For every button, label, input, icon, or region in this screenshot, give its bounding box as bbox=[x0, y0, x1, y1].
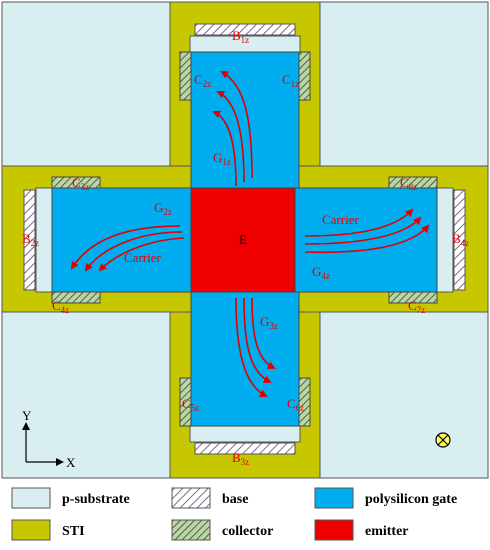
label-g1z: G1z bbox=[213, 150, 231, 167]
collector-c2-top-left bbox=[179, 51, 192, 101]
arrow-left-3 bbox=[98, 237, 185, 272]
label-b3z: B3z bbox=[232, 450, 249, 467]
legend-label-polysilicon-gate: polysilicon gate bbox=[365, 492, 457, 507]
legend-label-sti: STI bbox=[62, 524, 85, 539]
emitter-region bbox=[190, 187, 296, 293]
legend-swatch-emitter bbox=[314, 519, 354, 541]
collector-c3-left-top bbox=[51, 176, 101, 189]
arrow-right-1 bbox=[304, 208, 414, 237]
legend-label-p-substrate: p-substrate bbox=[62, 492, 130, 507]
label-b2z: B2z bbox=[22, 231, 39, 248]
label-g4z: G4z bbox=[312, 264, 330, 281]
region-labels: B1z C2z C1z G1z B2z C3z C4z G2z Carrier … bbox=[22, 28, 469, 467]
arrow-right-2 bbox=[304, 216, 422, 245]
bottom-base-contact bbox=[194, 442, 296, 455]
collector-c7-right-bottom bbox=[388, 291, 438, 304]
label-c1z: C1z bbox=[282, 72, 299, 89]
arrow-top-3 bbox=[212, 110, 237, 187]
label-c6z: C6z bbox=[287, 396, 304, 413]
label-c7z: C7z bbox=[408, 298, 425, 315]
top-base-contact bbox=[194, 23, 296, 36]
coordinate-axes: Y X bbox=[22, 408, 76, 470]
right-base-strip bbox=[436, 187, 454, 293]
label-carrier-right: Carrier bbox=[322, 212, 359, 227]
label-c8z: C8z bbox=[400, 175, 417, 192]
label-b4z: B4z bbox=[452, 231, 469, 248]
collector-c8-right-top bbox=[388, 176, 438, 189]
axis-y-label: Y bbox=[22, 408, 32, 423]
arrow-bottom-1 bbox=[235, 297, 268, 397]
arrow-bottom-2 bbox=[243, 297, 272, 383]
collector-c5-bottom-left bbox=[179, 377, 192, 427]
carrier-flow-arrows bbox=[70, 71, 430, 397]
bottom-base-strip bbox=[189, 425, 301, 443]
collector-c4-left-bottom bbox=[51, 291, 101, 304]
legend-swatch-sti bbox=[11, 519, 51, 541]
legend-swatch-gate bbox=[314, 487, 354, 509]
label-g2z: G2z bbox=[154, 200, 172, 217]
legend-swatch-p-substrate bbox=[11, 487, 51, 509]
emitter-label: E bbox=[239, 232, 247, 247]
arrow-top-2 bbox=[216, 90, 245, 183]
legend-label-collector: collector bbox=[222, 524, 273, 539]
left-base-contact bbox=[23, 189, 36, 291]
axis-x-label: X bbox=[66, 455, 76, 470]
arrow-left-2 bbox=[84, 231, 183, 272]
label-c3z: C3z bbox=[72, 175, 89, 192]
collector-contacts bbox=[51, 51, 438, 427]
label-c4z: C4z bbox=[52, 298, 69, 315]
arrow-right-3 bbox=[304, 224, 430, 254]
arrow-bottom-3 bbox=[251, 297, 276, 369]
label-c2z: C2z bbox=[194, 72, 211, 89]
arrow-top-1 bbox=[220, 71, 253, 179]
collector-c1-top-right bbox=[298, 51, 311, 101]
legend-swatch-base bbox=[171, 487, 211, 509]
right-base-contact bbox=[453, 189, 466, 291]
collector-c6-bottom-right bbox=[298, 377, 311, 427]
legend-label-emitter: emitter bbox=[365, 524, 409, 539]
legend-swatch-collector bbox=[171, 519, 211, 541]
z-axis-into-page-icon bbox=[435, 432, 451, 448]
label-b1z: B1z bbox=[232, 28, 249, 45]
label-c5z: C5z bbox=[182, 396, 199, 413]
legend: p-substrate base polysilicon gate STI co… bbox=[11, 487, 457, 541]
label-carrier-left: Carrier bbox=[124, 250, 161, 265]
arrow-left-1 bbox=[70, 225, 181, 270]
label-g3z: G3z bbox=[260, 314, 278, 331]
legend-label-base: base bbox=[222, 492, 248, 507]
